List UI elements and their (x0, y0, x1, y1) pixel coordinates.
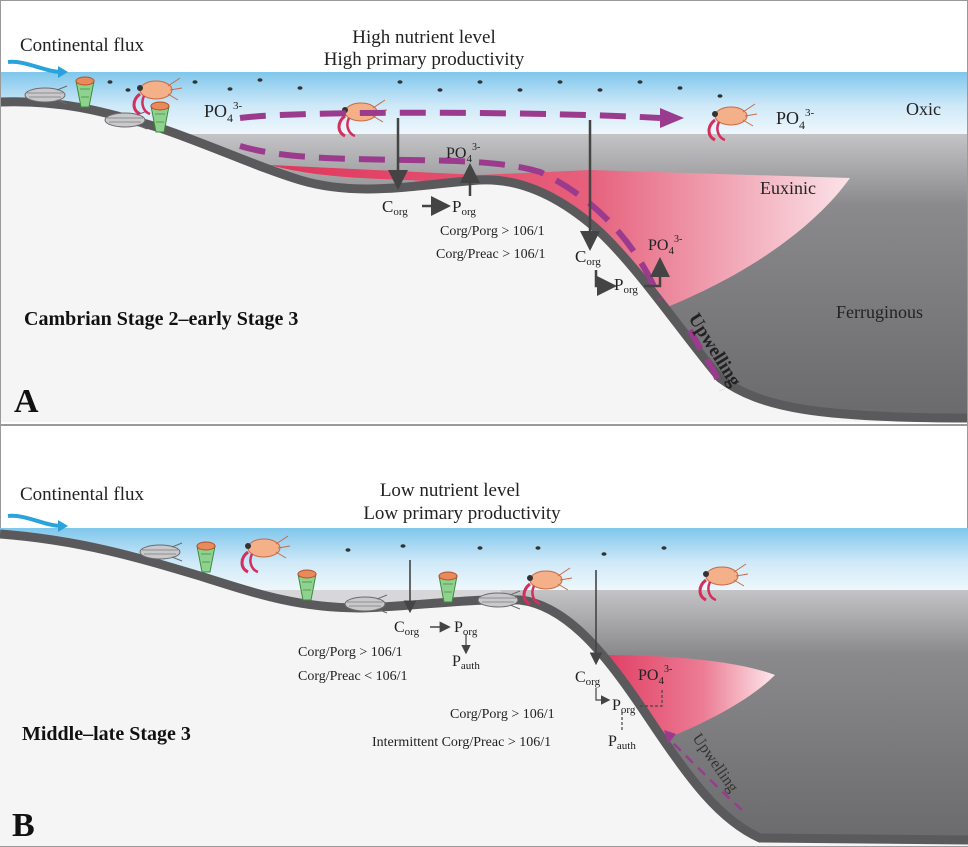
productivity-label: Low primary productivity (363, 503, 561, 524)
ratio-label: Corg/Porg > 106/1 (298, 645, 403, 660)
svg-text:PO43-: PO43- (446, 142, 480, 165)
continental-flux-label: Continental flux (20, 484, 145, 505)
upwelling-dashed-path (239, 143, 663, 302)
p-org-label: Porg (454, 619, 478, 638)
p-auth-label: Pauth (452, 653, 480, 672)
p-org-label: Porg (614, 275, 638, 296)
c-org-label: Corg (575, 669, 601, 688)
stage-label: Cambrian Stage 2–early Stage 3 (24, 308, 298, 330)
continental-flux-arrow (7, 59, 63, 74)
productivity-label: High primary productivity (324, 49, 525, 70)
ratio-label: Intermittent Corg/Preac > 106/1 (372, 735, 551, 750)
continental-flux-label: Continental flux (20, 35, 145, 56)
svg-text:PO43-: PO43- (204, 100, 243, 125)
ratio-label: Corg/Preac < 106/1 (298, 669, 408, 684)
p-org-label: Porg (452, 197, 476, 218)
svg-text:Porg: Porg (452, 197, 476, 218)
c-org-label: Corg (575, 247, 601, 268)
po4-label: PO43- (446, 142, 480, 165)
po4-label: PO43- (776, 107, 815, 132)
plankton-dots (345, 544, 667, 556)
svg-text:Corg: Corg (394, 619, 420, 638)
svg-text:PO43-: PO43- (638, 664, 672, 687)
po4-label: PO43- (204, 100, 243, 125)
seafloor-line (0, 529, 968, 845)
seafloor-sediment (0, 101, 968, 423)
svg-text:Corg: Corg (382, 197, 408, 218)
phosphate-recycling-arrow (239, 109, 661, 121)
svg-text:Corg: Corg (575, 247, 601, 268)
plankton-dots (107, 78, 723, 98)
euxinic-zone (270, 165, 850, 310)
nutrient-level-label: Low nutrient level (380, 480, 520, 501)
stage-label: Middle–late Stage 3 (22, 723, 191, 745)
ratio-label: Corg/Porg > 106/1 (450, 707, 555, 722)
panel-letter: B (12, 807, 35, 844)
p-org-label: Porg (612, 697, 636, 716)
c-org-label: Corg (382, 197, 408, 218)
svg-text:Corg: Corg (575, 669, 601, 688)
ratio-label: Corg/Preac > 106/1 (436, 247, 546, 262)
po4-label: PO43- (638, 664, 672, 687)
euxinic-label: Euxinic (760, 178, 816, 198)
panel-a: Continental flux High nutrient level Hig… (0, 27, 968, 423)
oxic-label: Oxic (906, 99, 941, 119)
svg-text:Porg: Porg (454, 619, 478, 638)
svg-text:PO43-: PO43- (648, 234, 682, 257)
panel-letter: A (14, 383, 39, 420)
ratio-label: Corg/Porg > 106/1 (440, 224, 545, 239)
svg-text:Porg: Porg (614, 275, 638, 296)
svg-text:Pauth: Pauth (452, 653, 480, 672)
nutrient-level-label: High nutrient level (352, 27, 496, 48)
continental-flux-arrow (7, 513, 63, 528)
po4-label: PO43- (648, 234, 682, 257)
p-auth-label: Pauth (608, 733, 636, 752)
c-org-label: Corg (394, 619, 420, 638)
upwelling-dashed-path (671, 741, 743, 811)
svg-text:Pauth: Pauth (608, 733, 636, 752)
ferruginous-label: Ferruginous (836, 302, 923, 322)
panel-b: Continental flux Low nutrient level Low … (0, 480, 968, 846)
svg-text:Porg: Porg (612, 697, 636, 716)
svg-text:PO43-: PO43- (776, 107, 815, 132)
